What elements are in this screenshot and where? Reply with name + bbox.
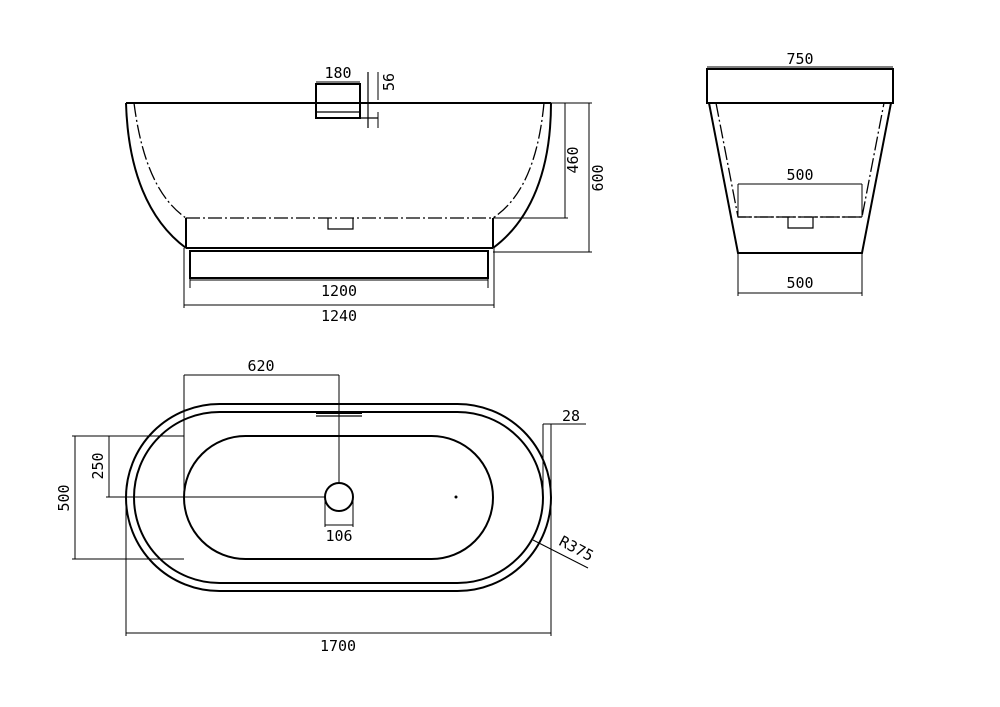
side-base bbox=[189, 250, 489, 279]
end-outer-shell bbox=[708, 102, 892, 254]
dim-500-inner-label: 500 bbox=[786, 166, 813, 184]
dim-460-label: 460 bbox=[564, 146, 582, 173]
end-inner-basin bbox=[715, 102, 885, 218]
side-drain-outlet bbox=[327, 218, 354, 230]
top-center-mark bbox=[454, 495, 458, 499]
side-view: 180 56 460 600 1200 1240 bbox=[125, 64, 607, 325]
dim-56-label: 56 bbox=[380, 73, 398, 91]
dim-500-label: 500 bbox=[55, 484, 73, 511]
end-view: 750 500 500 bbox=[706, 50, 894, 296]
end-drain-outlet bbox=[787, 217, 814, 229]
dim-1200-label: 1200 bbox=[321, 282, 357, 300]
side-overflow-box bbox=[315, 83, 361, 119]
end-top-rim bbox=[706, 68, 894, 104]
dim-r375-leader bbox=[532, 539, 589, 569]
side-inner-left-curve bbox=[133, 102, 187, 219]
dim-106-label: 106 bbox=[325, 527, 352, 545]
side-outer-right-curve bbox=[492, 102, 552, 249]
dim-600-label: 600 bbox=[589, 164, 607, 191]
dim-r375-label: R375 bbox=[556, 532, 596, 565]
side-inner-right-curve bbox=[492, 102, 545, 219]
dim-620-label: 620 bbox=[247, 357, 274, 375]
dim-28-label: 28 bbox=[562, 407, 580, 425]
top-view: 620 28 250 500 106 R375 1700 bbox=[55, 357, 597, 655]
dim-1700-label: 1700 bbox=[320, 637, 356, 655]
dim-1240-label: 1240 bbox=[321, 307, 357, 325]
top-drain-circle bbox=[324, 482, 354, 512]
dim-180-label: 180 bbox=[324, 64, 351, 82]
dim-500-base-label: 500 bbox=[786, 274, 813, 292]
dim-250-label: 250 bbox=[89, 452, 107, 479]
side-outer-left-curve bbox=[125, 102, 187, 249]
dim-750-label: 750 bbox=[786, 50, 813, 68]
